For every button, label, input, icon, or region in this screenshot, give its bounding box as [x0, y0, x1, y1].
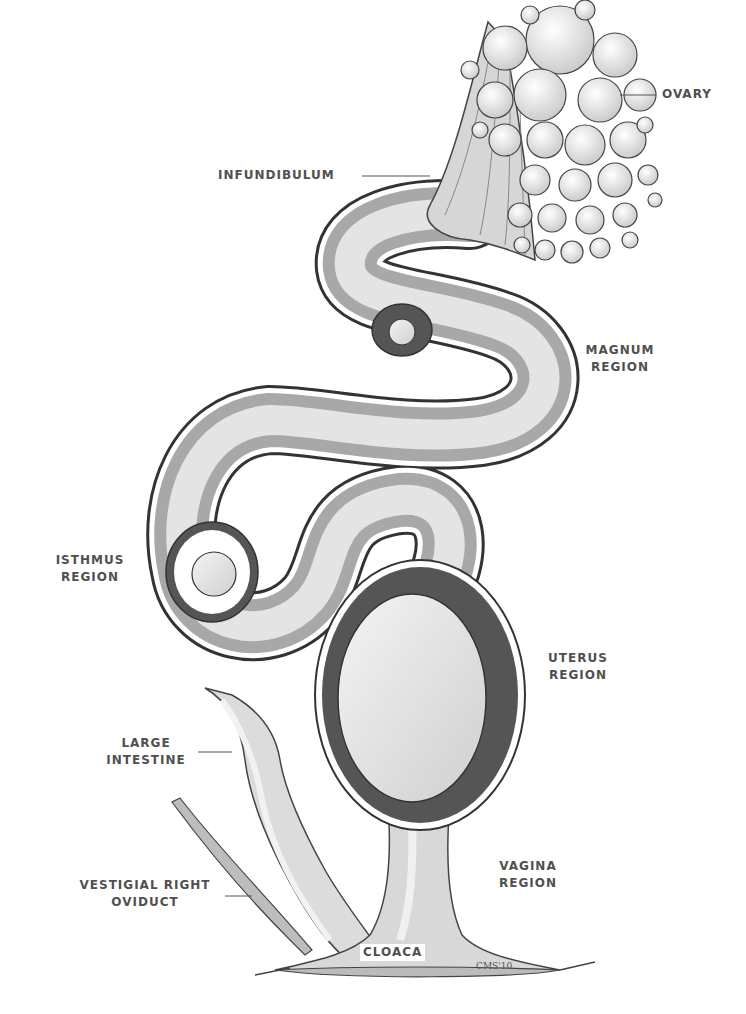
part-label: INFUNDIBULUM: [218, 167, 358, 184]
uterus: [315, 560, 525, 830]
part-label: OVARY: [662, 86, 742, 103]
magnum-cross-section: [372, 304, 432, 356]
region-label: ISTHMUS REGION: [40, 552, 140, 586]
ovary: [461, 0, 662, 263]
region-label: UTERUS REGION: [528, 650, 628, 684]
part-label: CLOACA: [360, 944, 425, 961]
region-label: VAGINA REGION: [478, 858, 578, 892]
leader-lines: [198, 95, 656, 896]
part-label: VESTIGIAL RIGHT OVIDUCT: [70, 877, 220, 911]
region-label: MAGNUM REGION: [570, 342, 670, 376]
isthmus-cross-section: [166, 522, 258, 622]
infundibulum: [427, 22, 535, 260]
vestigial-oviduct: [172, 798, 312, 955]
part-label: LARGE INTESTINE: [98, 735, 194, 769]
signature: CMS'10: [476, 958, 512, 975]
